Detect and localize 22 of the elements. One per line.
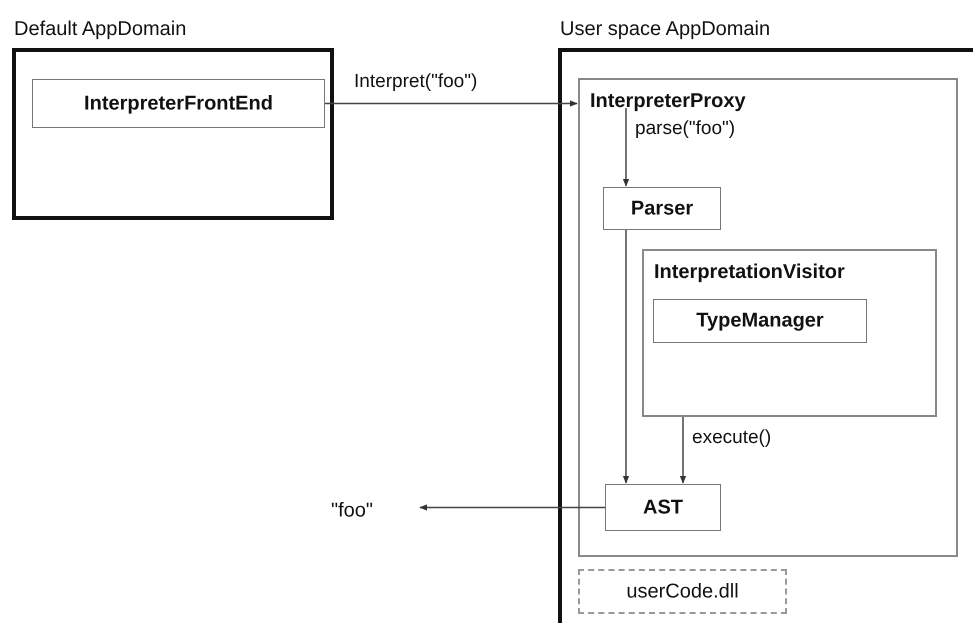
class-name: InterpreterProxy bbox=[590, 90, 746, 113]
class-name: InterpretationVisitor bbox=[654, 261, 845, 284]
class-box bbox=[32, 79, 325, 128]
proxy-box bbox=[578, 78, 958, 557]
return-value: "foo" bbox=[331, 500, 373, 522]
class-box bbox=[603, 187, 721, 230]
class-box bbox=[653, 299, 867, 343]
arrow bbox=[680, 417, 686, 484]
visitor-box bbox=[642, 249, 937, 417]
class-name: userCode.dll bbox=[626, 580, 739, 603]
arrow bbox=[325, 100, 578, 107]
domain-heading: User space AppDomain bbox=[560, 18, 770, 41]
class-name: TypeManager bbox=[696, 310, 824, 332]
domain-heading: Default AppDomain bbox=[14, 18, 186, 41]
class-name: Parser bbox=[630, 197, 694, 220]
arrow bbox=[622, 230, 630, 484]
arrow bbox=[419, 504, 605, 511]
class-name: InterpreterFrontEnd bbox=[84, 92, 273, 115]
class-name: AST bbox=[643, 496, 683, 519]
class-box bbox=[605, 484, 721, 531]
file-box bbox=[578, 569, 787, 614]
arrow bbox=[622, 108, 630, 187]
